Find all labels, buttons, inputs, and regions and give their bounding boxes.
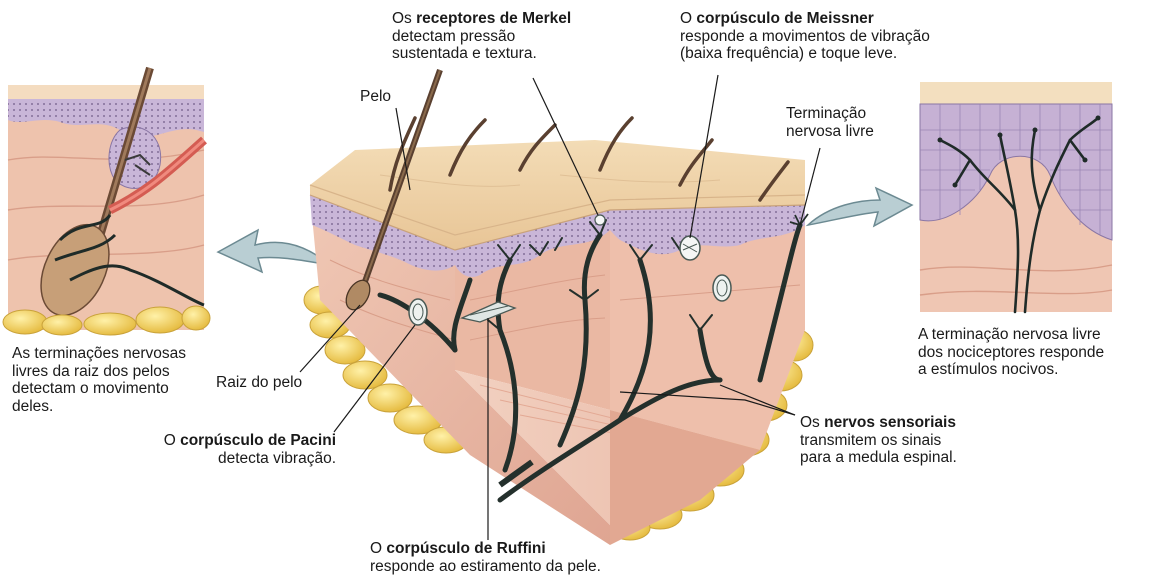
nociceptor-line-3: a estímulos nocivos. [918, 361, 1058, 378]
hair-root-endings-label: As terminações nervosas livres da raiz d… [12, 345, 186, 415]
merkel-bold: receptores de Merkel [416, 10, 571, 27]
raiz-pelos-line-1: As terminações nervosas [12, 345, 186, 362]
pacini-pre: O [164, 432, 180, 449]
merkel-line-1: detectam pressão [392, 28, 515, 45]
skin-block [304, 70, 813, 545]
nociceptor-line-2: dos nociceptores responde [918, 344, 1104, 361]
meissner-pre: O [680, 10, 696, 27]
pacini-label: O corpúsculo de Pacini detecta vibração. [118, 432, 336, 467]
hair-root-inset [3, 68, 210, 335]
nervos-label: Os nervos sensoriais transmitem os sinai… [800, 414, 957, 467]
terminacao-line-2: nervosa livre [786, 123, 874, 140]
ruffini-bold: corpúsculo de [386, 540, 496, 557]
raiz-do-pelo-label: Raiz do pelo [216, 374, 302, 392]
meissner-line-2: (baixa frequência) e toque leve. [680, 45, 897, 62]
merkel-line-2: sustentada e textura. [392, 45, 537, 62]
pacini-line-1: detecta vibração. [218, 450, 336, 467]
nociceptor-label: A terminação nervosa livre dos nocicepto… [918, 326, 1104, 379]
raiz-do-pelo-text: Raiz do pelo [216, 374, 302, 391]
raiz-pelos-line-3: detectam o movimento [12, 380, 169, 397]
terminacao-label: Terminação nervosa livre [786, 105, 874, 140]
pacini-bold: corpúsculo de Pacini [180, 432, 336, 449]
ruffini-label: O corpúsculo de Ruffini responde ao esti… [370, 540, 601, 575]
pacini-corpuscle [409, 299, 427, 325]
left-arrow-icon [218, 230, 330, 272]
nociceptor-line-1: A terminação nervosa livre [918, 326, 1101, 343]
ruffini-line-1: responde ao estiramento da pele. [370, 558, 601, 575]
merkel-receptor [595, 215, 605, 225]
ruffini-pre: O [370, 540, 386, 557]
nervos-line-2: para a medula espinal. [800, 449, 957, 466]
pelo-text: Pelo [360, 88, 391, 105]
meissner-label: O corpúsculo de Meissner responde a movi… [680, 10, 930, 63]
raiz-pelos-line-4: deles. [12, 398, 53, 415]
nervos-bold: nervos sensoriais [824, 414, 956, 431]
nervos-pre: Os [800, 414, 824, 431]
merkel-pre: Os [392, 10, 416, 27]
nervos-line-1: transmitem os sinais [800, 432, 941, 449]
right-arrow-icon [808, 188, 912, 226]
merkel-label: Os receptores de Merkel detectam pressão… [392, 10, 571, 63]
meissner-line-1: responde a movimentos de vibração [680, 28, 930, 45]
ruffini-bold-2: Ruffini [497, 540, 546, 557]
terminacao-line-1: Terminação [786, 105, 866, 122]
meissner-bold: corpúsculo de Meissner [696, 10, 873, 27]
raiz-pelos-line-2: livres da raiz dos pelos [12, 363, 170, 380]
pelo-label: Pelo [360, 88, 391, 106]
nociceptor-inset [920, 82, 1112, 312]
